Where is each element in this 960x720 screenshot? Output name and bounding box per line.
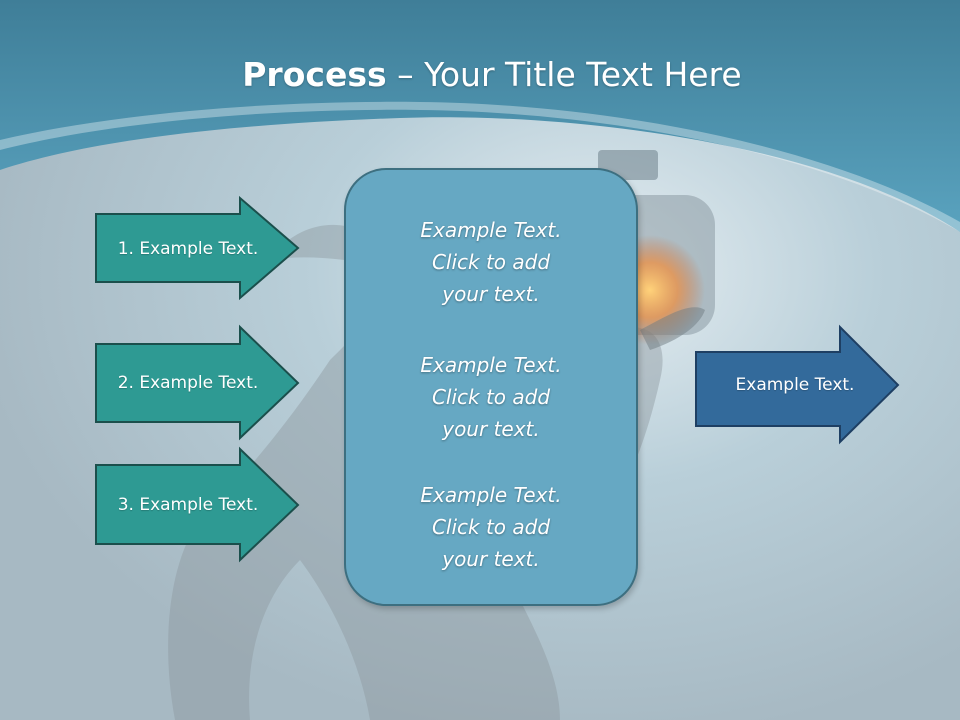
arrow-shape: [95, 446, 300, 563]
arrow-shape: [95, 324, 300, 441]
title-rest: – Your Title Text Here: [386, 55, 742, 94]
process-text-block-1: Example Text. Click to add your text.: [346, 214, 636, 310]
input-arrow-1[interactable]: 1. Example Text.: [95, 195, 300, 301]
output-arrow[interactable]: Example Text.: [695, 324, 900, 445]
input-arrow-3[interactable]: 3. Example Text.: [95, 446, 300, 563]
slide-title: Process – Your Title Text Here: [0, 53, 960, 97]
arrow-shape: [695, 324, 900, 445]
arrow-shape: [95, 195, 300, 301]
title-bold: Process: [242, 55, 387, 94]
process-text-block-2: Example Text. Click to add your text.: [346, 349, 636, 445]
text-line: Click to add: [431, 250, 551, 274]
output-arrow-label: Example Text.: [735, 375, 855, 395]
process-box[interactable]: Example Text. Click to add your text. Ex…: [344, 168, 638, 606]
text-line: Example Text.: [420, 483, 562, 507]
input-arrow-label: 1. Example Text.: [117, 238, 259, 259]
text-line: Click to add: [431, 385, 551, 409]
text-line: your text.: [442, 547, 540, 571]
text-line: your text.: [442, 282, 540, 306]
text-line: Example Text.: [420, 218, 562, 242]
text-line: Click to add: [431, 515, 551, 539]
text-line: Example Text.: [420, 353, 562, 377]
input-arrow-2[interactable]: 2. Example Text.: [95, 324, 300, 441]
input-arrow-label: 3. Example Text.: [117, 495, 259, 515]
input-arrow-label: 2. Example Text.: [117, 373, 259, 393]
process-text-block-3: Example Text. Click to add your text.: [346, 479, 636, 575]
text-line: your text.: [442, 417, 540, 441]
